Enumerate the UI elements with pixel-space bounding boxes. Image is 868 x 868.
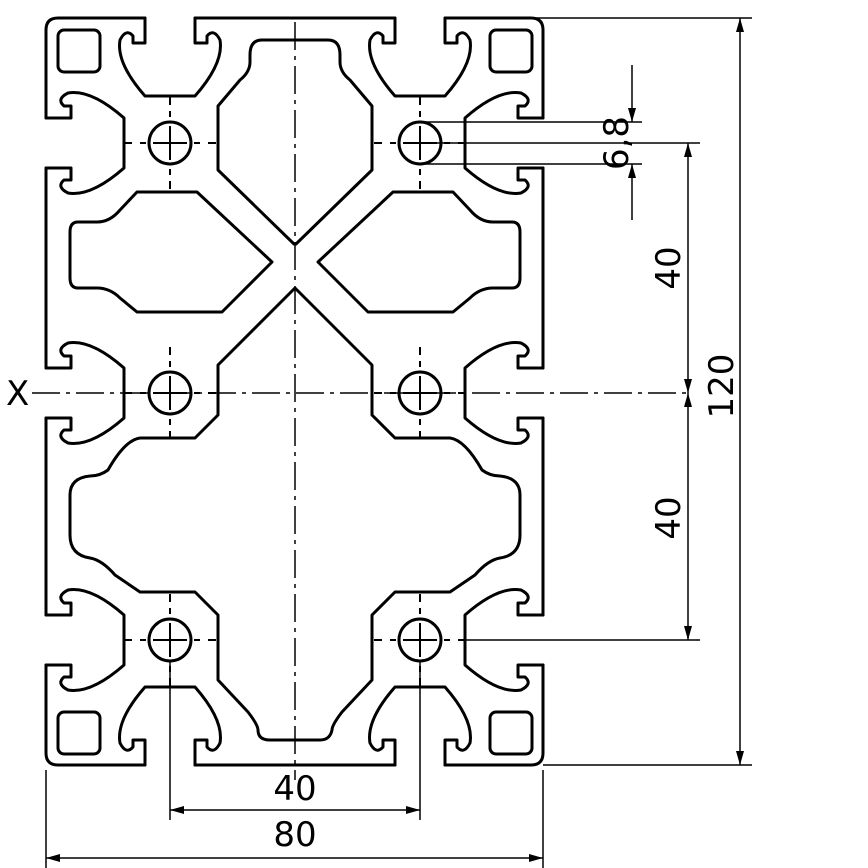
dimension-width: 80 bbox=[45, 770, 544, 868]
hole bbox=[124, 594, 216, 686]
dim-80: 80 bbox=[273, 815, 316, 855]
axis-label-x: X bbox=[6, 374, 29, 414]
hole bbox=[124, 97, 216, 189]
dim-40-lower: 40 bbox=[649, 496, 689, 539]
hole-circle bbox=[147, 617, 193, 663]
corner-cavities bbox=[56, 28, 534, 756]
dim-40-horizontal: 40 bbox=[273, 769, 316, 809]
center-lines bbox=[32, 22, 690, 780]
dim-120: 120 bbox=[702, 354, 742, 419]
dim-6-8: 6,8 bbox=[597, 116, 637, 170]
dimension-hole-pitch-vertical: 40 40 bbox=[432, 142, 700, 641]
hole-circle bbox=[397, 617, 443, 663]
dimension-hole-diameter: 6,8 bbox=[420, 65, 642, 220]
hole-circle bbox=[147, 120, 193, 166]
dimension-height: 120 bbox=[525, 17, 752, 766]
dimension-hole-pitch-horizontal: 40 bbox=[169, 662, 421, 820]
dim-40-upper: 40 bbox=[649, 246, 689, 289]
hole bbox=[374, 594, 466, 686]
